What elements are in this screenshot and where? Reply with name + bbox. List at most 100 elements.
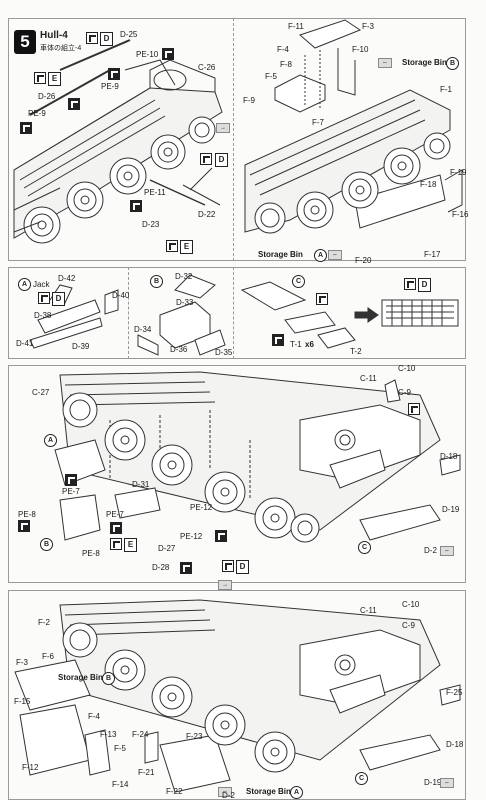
step-title: Hull-4 (40, 30, 68, 41)
part-tree-badge-d: D (215, 153, 228, 167)
part-label: D-42 (58, 274, 76, 283)
callout-letter: B (446, 57, 459, 70)
cement-icon (200, 153, 212, 165)
part-label: D-19 (424, 778, 442, 787)
part-label: F-3 (16, 658, 28, 667)
part-label: F-25 (446, 688, 463, 697)
part-label: F-16 (452, 210, 469, 219)
cement-icon (68, 98, 80, 110)
part-label: C-9 (398, 388, 411, 397)
part-label: PE-8 (18, 510, 36, 519)
part-tree-badge-d: D (100, 32, 113, 46)
part-label: D-19 (442, 505, 460, 514)
storage-bin-label: Storage Bin (246, 787, 291, 796)
part-label: D-28 (152, 563, 170, 572)
part-label: F-21 (138, 768, 155, 777)
part-label: F-24 (132, 730, 149, 739)
callout-letter: B (150, 275, 163, 288)
storage-bin-label: Storage Bin (58, 673, 103, 682)
cement-icon (34, 72, 46, 84)
part-label: F-13 (100, 730, 117, 739)
part-label: PE-12 (190, 503, 213, 512)
part-label: PE-9 (28, 109, 46, 118)
storage-bin-arrow: ⇔ (218, 787, 232, 797)
jack-label: Jack (33, 280, 50, 289)
step-number: 5 (14, 30, 36, 54)
part-label: F-4 (277, 45, 289, 54)
step-subtitle: 車体の組立-4 (40, 45, 82, 52)
panel-divider-3 (233, 267, 234, 359)
part-label: D-32 (175, 272, 193, 281)
part-label: PE-7 (62, 487, 80, 496)
part-tree-badge-e: E (48, 72, 61, 86)
part-label: F-7 (312, 118, 324, 127)
part-label: PE-12 (180, 532, 203, 541)
panel-divider-2 (128, 267, 129, 359)
part-label: D-2 (222, 791, 235, 800)
part-label: F-8 (280, 60, 292, 69)
part-label: D-38 (34, 311, 52, 320)
cement-icon (180, 562, 192, 574)
part-label: D-2 (424, 546, 437, 555)
part-label: C-10 (402, 600, 420, 609)
cement-icon (408, 403, 420, 415)
direction-arrow: ⇔ (440, 546, 454, 556)
storage-bin-arrow: ⇔ (328, 250, 342, 260)
part-label: PE-11 (144, 188, 166, 197)
cement-icon (272, 334, 284, 346)
storage-bin-label: Storage Bin (402, 58, 447, 67)
cement-icon (110, 538, 122, 550)
cement-icon (162, 48, 174, 60)
cement-icon (316, 293, 328, 305)
cement-icon (130, 200, 142, 212)
direction-arrow: → (216, 123, 230, 133)
part-label: D-40 (112, 291, 130, 300)
part-label: D-31 (132, 480, 150, 489)
part-label: D-35 (215, 348, 233, 357)
callout-letter: B (102, 672, 115, 685)
part-label: PE-9 (101, 82, 119, 91)
part-label: F-6 (42, 652, 54, 661)
callout-letter: A (314, 249, 327, 262)
part-label: F-1 (440, 85, 452, 94)
cement-icon (38, 292, 50, 304)
callout-letter: C (292, 275, 305, 288)
part-label: D-33 (176, 298, 194, 307)
cement-icon (110, 522, 122, 534)
part-tree-badge-e: E (180, 240, 193, 254)
part-label: F-5 (114, 744, 126, 753)
part-label: F-9 (243, 96, 255, 105)
part-label: F-10 (352, 45, 369, 54)
callout-letter: C (355, 772, 368, 785)
part-label: F-17 (424, 250, 441, 259)
direction-arrow: → (218, 580, 232, 590)
part-label: C-11 (360, 374, 377, 383)
part-tree-badge-d: D (418, 278, 431, 292)
part-label: D-18 (440, 452, 458, 461)
part-label: D-26 (38, 92, 56, 101)
storage-bin-label: Storage Bin (258, 250, 303, 259)
callout-letter: B (40, 538, 53, 551)
part-label: F-20 (355, 256, 372, 265)
cement-icon (222, 560, 234, 572)
direction-arrow: ⇔ (440, 778, 454, 788)
part-label: F-3 (362, 22, 374, 31)
part-label: F-2 (38, 618, 50, 627)
part-label: T-2 (350, 347, 362, 356)
track-count: x6 (305, 340, 314, 349)
part-label: C-9 (402, 621, 415, 630)
callout-letter: A (290, 786, 303, 799)
callout-letter: A (44, 434, 57, 447)
part-label: C-11 (360, 606, 377, 615)
part-label: PE-10 (136, 50, 159, 59)
part-label: T-1 (290, 340, 302, 349)
part-label: F-14 (112, 780, 129, 789)
cement-icon (86, 32, 98, 44)
part-tree-badge-d: D (236, 560, 249, 574)
part-label: F-18 (420, 180, 437, 189)
part-label: PE-7 (106, 510, 124, 519)
callout-letter: C (358, 541, 371, 554)
callout-letter: A (18, 278, 31, 291)
part-label: F-15 (14, 697, 31, 706)
